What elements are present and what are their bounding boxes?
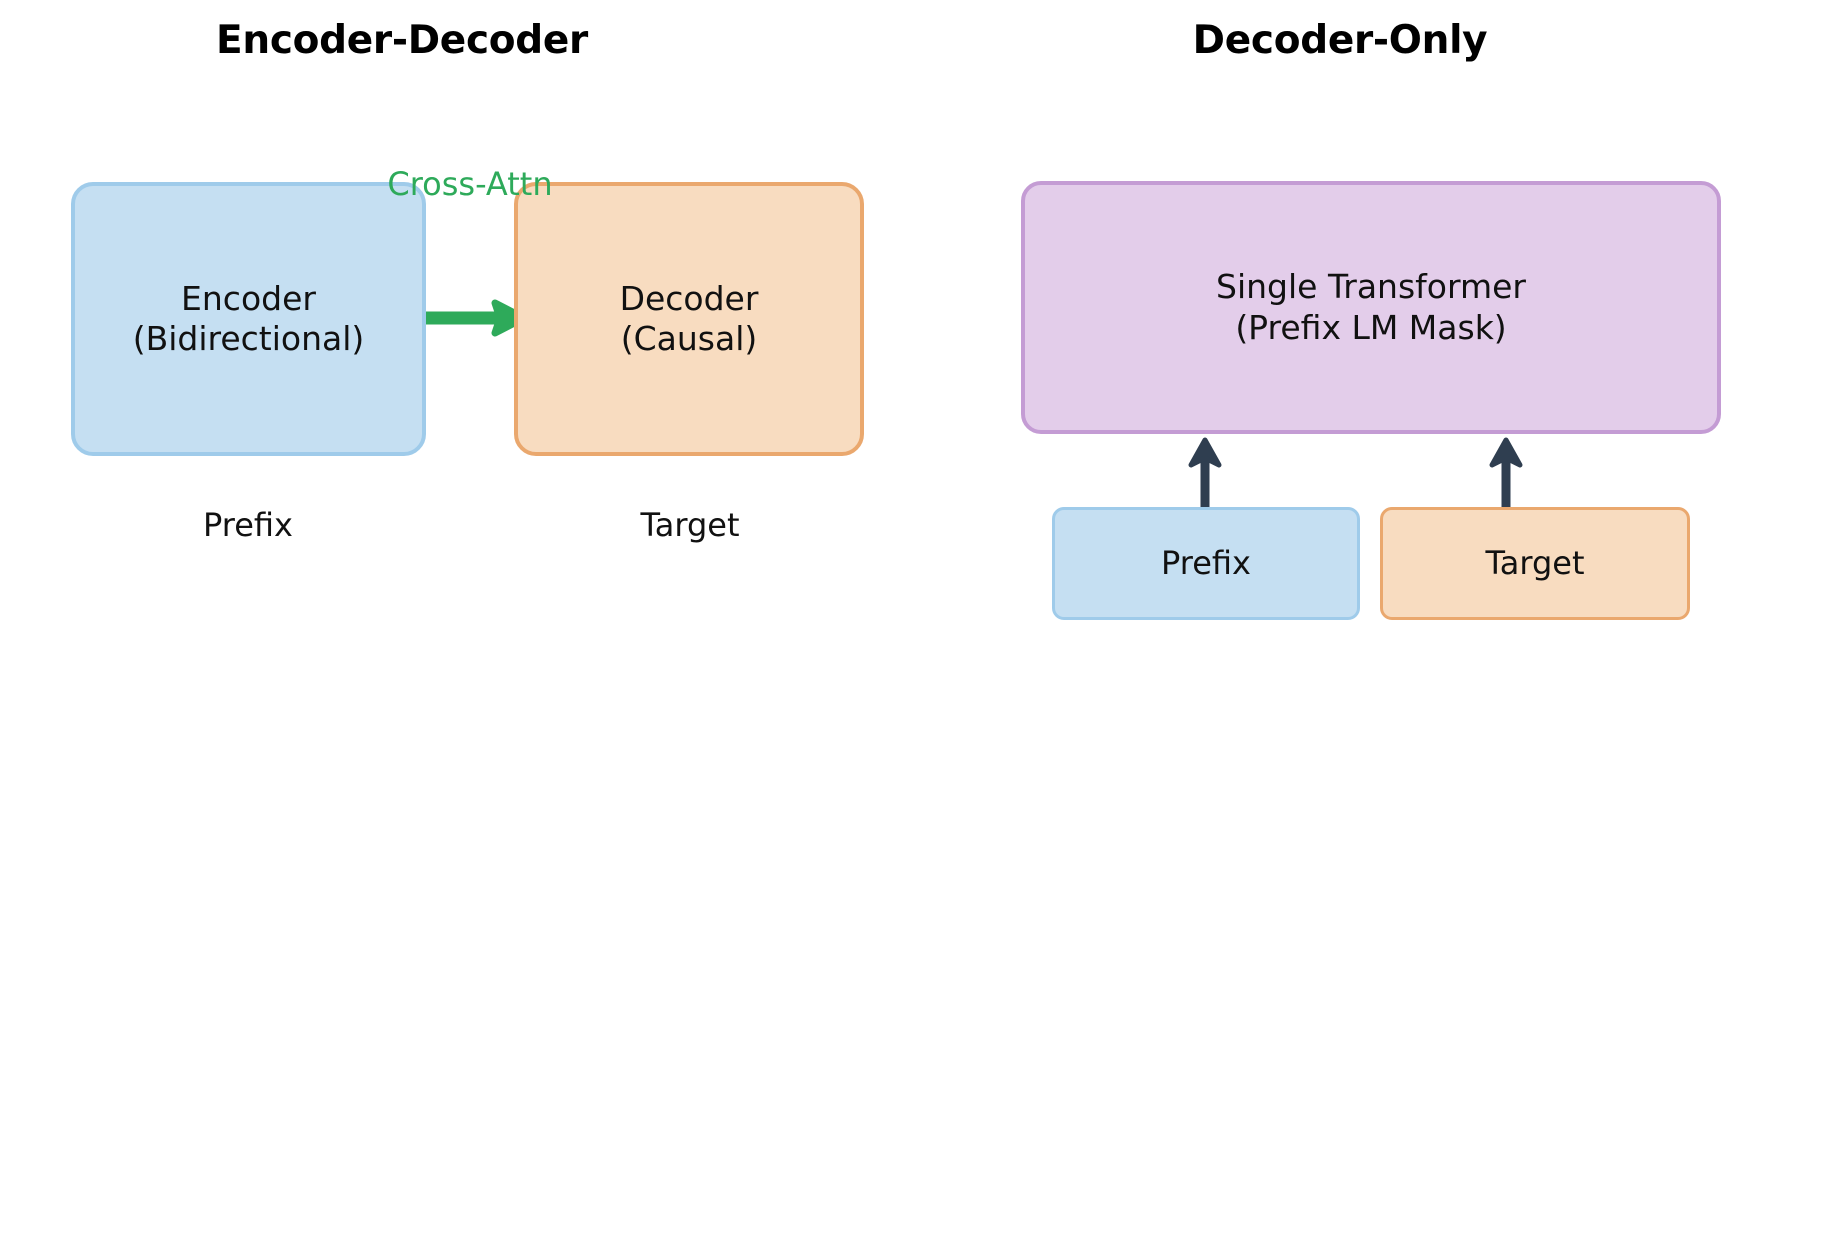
- node-target-input-label: Target: [1485, 543, 1585, 582]
- node-single-transformer-line1: Single Transformer: [1216, 267, 1526, 307]
- panel-title-encoder-decoder: Encoder-Decoder: [216, 18, 588, 63]
- panel-title-decoder-only: Decoder-Only: [1192, 18, 1488, 63]
- node-decoder-line2: (Causal): [620, 319, 758, 358]
- node-encoder-line2: (Bidirectional): [132, 319, 365, 358]
- node-prefix-input-label: Prefix: [1161, 543, 1251, 582]
- node-single-transformer[interactable]: Single Transformer (Prefix LM Mask): [1021, 181, 1721, 434]
- node-decoder[interactable]: Decoder (Causal): [514, 182, 864, 456]
- node-decoder-line1: Decoder: [619, 278, 759, 318]
- caption-prefix: Prefix: [203, 506, 293, 544]
- caption-target: Target: [640, 506, 740, 544]
- node-target-input[interactable]: Target: [1380, 507, 1690, 620]
- node-single-transformer-line2: (Prefix LM Mask): [1235, 307, 1507, 347]
- prefix-to-transformer-arrow: [1188, 437, 1222, 512]
- target-to-transformer-arrow: [1489, 437, 1523, 512]
- node-prefix-input[interactable]: Prefix: [1052, 507, 1360, 620]
- node-encoder[interactable]: Encoder (Bidirectional): [71, 182, 426, 456]
- node-encoder-line1: Encoder: [181, 278, 316, 318]
- cross-attn-label: Cross-Attn: [387, 165, 553, 203]
